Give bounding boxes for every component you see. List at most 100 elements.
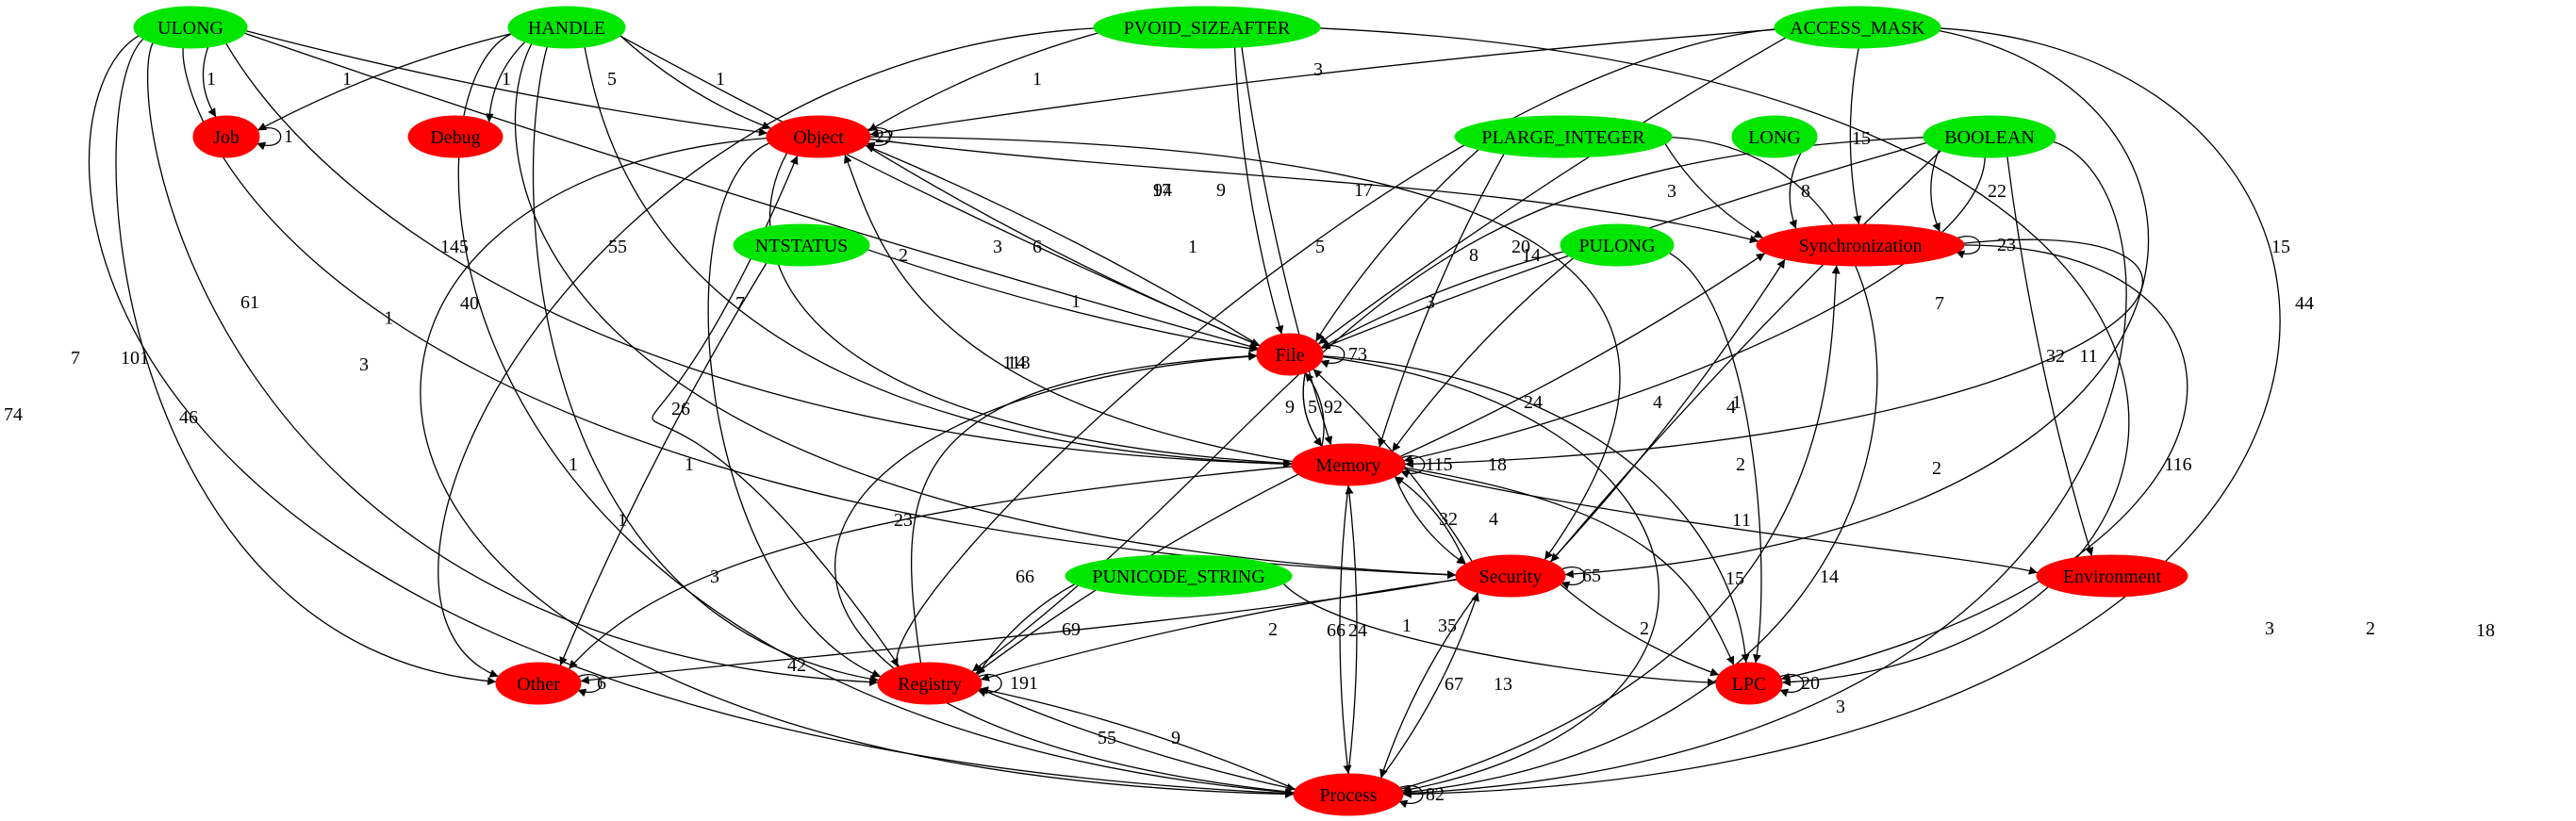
node-plarge-integer[interactable]: PLARGE_INTEGER xyxy=(1454,115,1673,158)
edge-label-ulong-memory: 145 xyxy=(440,237,469,257)
node-shape-long[interactable] xyxy=(1731,115,1818,158)
edge-label-security-registry: 35 xyxy=(1438,616,1457,636)
edge-label-punicode-registry: 69 xyxy=(1062,619,1081,640)
node-label-security: Security xyxy=(1479,566,1543,587)
edge-label-memory-process: 66 xyxy=(1327,620,1346,641)
edge-label-security-lpc: 2 xyxy=(1640,618,1649,639)
node-punicode-string[interactable]: PUNICODE_STRING xyxy=(1065,554,1293,598)
node-ulong[interactable]: ULONG xyxy=(133,6,248,49)
node-shape-environment[interactable] xyxy=(2036,554,2188,598)
edge-label-file-memory: 9 xyxy=(1285,397,1295,418)
edge-label-memory-file: 5 xyxy=(1308,397,1317,418)
edge-label-punicode-lpc: 2 xyxy=(1268,619,1278,640)
node-other[interactable]: Other xyxy=(495,662,582,705)
edge-label-ntstatus-file: 1 xyxy=(1071,291,1081,312)
edge-label-process-process: 82 xyxy=(1426,784,1445,805)
node-shape-object[interactable] xyxy=(766,115,871,158)
node-shape-job[interactable] xyxy=(192,115,260,158)
edge-boolean-security xyxy=(1550,150,1941,563)
node-shape-file[interactable] xyxy=(1256,333,1324,376)
edge-pulong-memory xyxy=(1391,257,1574,452)
edge-boolean-environment xyxy=(2006,156,2094,556)
edge-label-pvoid-memory: 1 xyxy=(1188,237,1197,257)
node-boolean[interactable]: BOOLEAN xyxy=(1923,115,2056,158)
edge-label-object-registry: 26 xyxy=(671,399,690,419)
node-long[interactable]: LONG xyxy=(1731,115,1818,158)
edge-label-security-security: 65 xyxy=(1582,566,1601,586)
node-pulong[interactable]: PULONG xyxy=(1560,223,1675,267)
edge-label-object-memory: 7 xyxy=(735,293,745,314)
edge-label-memory-other: 3 xyxy=(710,566,719,587)
node-label-plarge-integer: PLARGE_INTEGER xyxy=(1481,127,1645,148)
node-shape-registry[interactable] xyxy=(877,662,983,705)
node-shape-memory[interactable] xyxy=(1291,443,1406,486)
edge-label-object-sync: 20 xyxy=(1511,237,1530,257)
edge-memory-other xyxy=(568,466,1293,670)
node-handle[interactable]: HANDLE xyxy=(507,6,626,49)
node-access-mask[interactable]: ACCESS_MASK xyxy=(1774,6,1941,49)
edge-access-sync xyxy=(1849,47,1862,225)
node-shape-process[interactable] xyxy=(1293,773,1404,816)
node-process[interactable]: Process xyxy=(1293,773,1404,816)
node-shape-security[interactable] xyxy=(1455,554,1566,598)
edge-pvoid-object xyxy=(867,32,1098,132)
edge-security-lpc xyxy=(1560,583,1720,677)
node-shape-pvoid-sizeafter[interactable] xyxy=(1093,6,1321,49)
node-shape-punicode-string[interactable] xyxy=(1065,554,1293,598)
node-shape-synchronization[interactable] xyxy=(1756,223,1965,267)
edge-label-ulong-process: 74 xyxy=(4,404,23,425)
node-shape-ulong[interactable] xyxy=(133,6,248,49)
node-file[interactable]: File xyxy=(1256,333,1324,376)
node-security[interactable]: Security xyxy=(1455,554,1566,598)
edge-boolean-sync xyxy=(1930,149,1940,233)
node-shape-handle[interactable] xyxy=(507,6,626,49)
node-label-pulong: PULONG xyxy=(1578,236,1655,256)
edge-memory-object xyxy=(844,154,1293,463)
edge-label-access-object: 3 xyxy=(1313,59,1323,80)
node-shape-lpc[interactable] xyxy=(1715,662,1783,705)
edge-object-sync xyxy=(869,138,1759,244)
edge-pvoid-memory xyxy=(1241,46,1333,446)
node-pvoid-sizeafter[interactable]: PVOID_SIZEAFTER xyxy=(1093,6,1321,49)
node-job[interactable]: Job xyxy=(192,115,260,158)
node-object[interactable]: Object xyxy=(766,115,871,158)
edge-label-object-process: 61 xyxy=(240,292,259,313)
node-synchronization[interactable]: Synchronization xyxy=(1756,223,1965,267)
node-shape-boolean[interactable] xyxy=(1923,115,2056,158)
node-memory[interactable]: Memory xyxy=(1291,443,1406,486)
node-shape-plarge-integer[interactable] xyxy=(1454,115,1673,158)
edge-label-plarge-file: 5 xyxy=(1315,237,1325,257)
edge-label-file-lpc: 1 xyxy=(1732,510,1742,531)
edge-label-access-registry: 14 xyxy=(1007,353,1026,373)
node-shape-access-mask[interactable] xyxy=(1774,6,1941,49)
edge-sync-lpc xyxy=(1781,244,2188,681)
node-ntstatus[interactable]: NTSTATUS xyxy=(733,223,870,267)
node-shape-ntstatus[interactable] xyxy=(733,223,870,267)
edge-memory-file xyxy=(1304,372,1325,447)
node-shape-debug[interactable] xyxy=(407,115,504,158)
nodes-layer: ULONG HANDLE PVOID_SIZEAFTER ACCESS_MASK PLA… xyxy=(133,6,2188,816)
edge-process-process xyxy=(1398,785,1424,809)
edge-handle-job xyxy=(257,33,512,131)
node-label-lpc: LPC xyxy=(1732,674,1767,695)
node-label-process: Process xyxy=(1319,785,1377,806)
edge-process-registry xyxy=(980,686,1296,790)
node-label-file: File xyxy=(1275,345,1304,366)
edge-memory-lpc xyxy=(1404,467,1735,665)
node-registry[interactable]: Registry xyxy=(877,662,983,705)
edge-label-file-process: 14 xyxy=(1820,566,1839,587)
edge-handle-object xyxy=(619,35,771,130)
edge-label-memory-sync: 4 xyxy=(1653,392,1662,413)
node-shape-other[interactable] xyxy=(495,662,582,705)
edge-label-process-memory: 24 xyxy=(1348,620,1367,641)
edge-label-memory-environment: 1 xyxy=(1742,510,1751,531)
node-shape-pulong[interactable] xyxy=(1560,223,1675,267)
edge-boolean-process xyxy=(1402,140,2127,797)
edge-label-pvoid-other: 3 xyxy=(359,354,369,375)
node-debug[interactable]: Debug xyxy=(407,115,504,158)
node-environment[interactable]: Environment xyxy=(2036,554,2188,598)
node-lpc[interactable]: LPC xyxy=(1715,662,1783,705)
edge-label-registry-process: 9 xyxy=(1171,728,1181,748)
edge-ntstatus-file xyxy=(867,249,1258,353)
edge-label-memory-registry: 66 xyxy=(1016,566,1034,587)
